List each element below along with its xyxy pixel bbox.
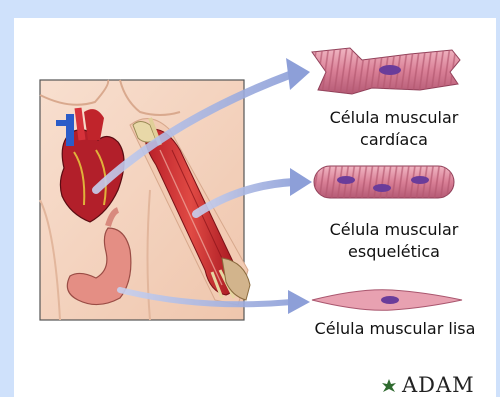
label-skeletal-line2: esquelética <box>314 241 474 263</box>
label-cardiac-line1: Célula muscular <box>314 107 474 129</box>
smooth-muscle-cell <box>312 290 462 311</box>
skeletal-muscle-cell <box>314 166 454 198</box>
adam-brand-text: ADAM <box>402 373 475 397</box>
adam-logo: ADAM <box>402 373 475 397</box>
adam-leaf-icon <box>380 376 398 400</box>
cardiac-muscle-cell <box>312 48 460 94</box>
label-skeletal-line1: Célula muscular <box>314 219 474 241</box>
label-smooth: Célula muscular lisa <box>300 318 490 340</box>
label-cardiac-line2: cardíaca <box>314 129 474 151</box>
